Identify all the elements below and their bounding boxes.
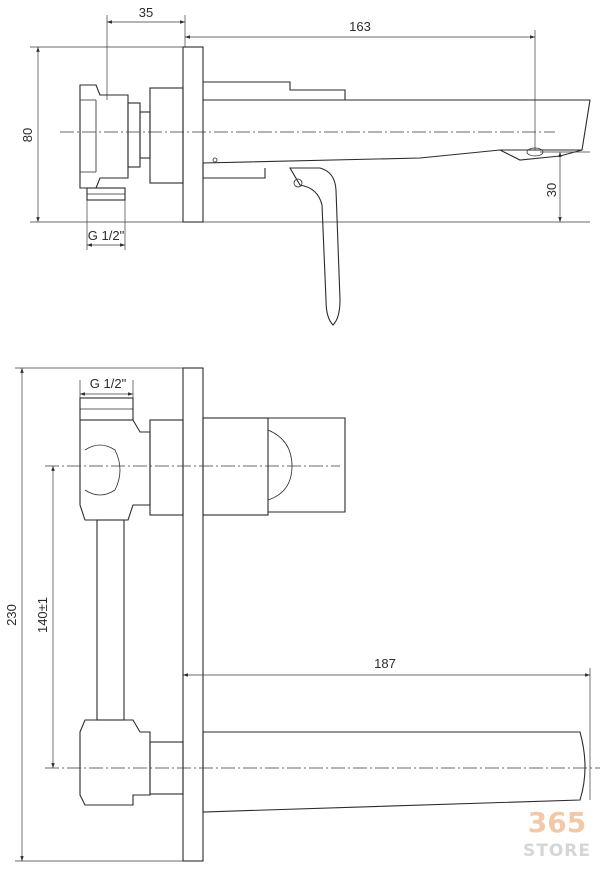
dim-140-label: 140±1 <box>35 597 50 633</box>
dim-35-label: 35 <box>139 5 153 20</box>
watermark-word: STORE <box>523 841 591 861</box>
top-spout <box>202 99 591 164</box>
dim-163-label: 163 <box>349 19 371 34</box>
bottom-handle-block <box>268 417 346 513</box>
store-watermark: 365 STORE <box>523 806 591 861</box>
bottom-riser-pipe <box>96 519 125 721</box>
top-valve-nut <box>79 84 129 189</box>
bottom-wall-plate <box>182 367 204 862</box>
top-view: 35 163 80 30 G 1/2" <box>20 5 591 326</box>
dim-230-label: 230 <box>4 604 19 626</box>
dim-30-label: 30 <box>544 183 559 197</box>
bottom-spout <box>202 731 586 813</box>
dim-thread-bottom-label: G 1/2" <box>90 376 127 391</box>
bottom-valve-body <box>79 419 151 521</box>
top-aerator <box>499 149 583 161</box>
bottom-view: G 1/2" 230 140±1 187 <box>4 367 600 862</box>
top-wall-plate <box>182 46 204 223</box>
watermark-number: 365 <box>528 806 586 839</box>
dim-thread-top-label: G 1/2" <box>88 228 125 243</box>
top-flange <box>149 87 184 184</box>
bottom-outlet-fitting <box>79 719 151 806</box>
bottom-flange <box>149 419 184 516</box>
dim-187-label: 187 <box>374 656 396 671</box>
top-lever-handle <box>289 167 341 326</box>
top-valve-ring <box>127 102 141 168</box>
dim-80-label: 80 <box>20 128 35 142</box>
